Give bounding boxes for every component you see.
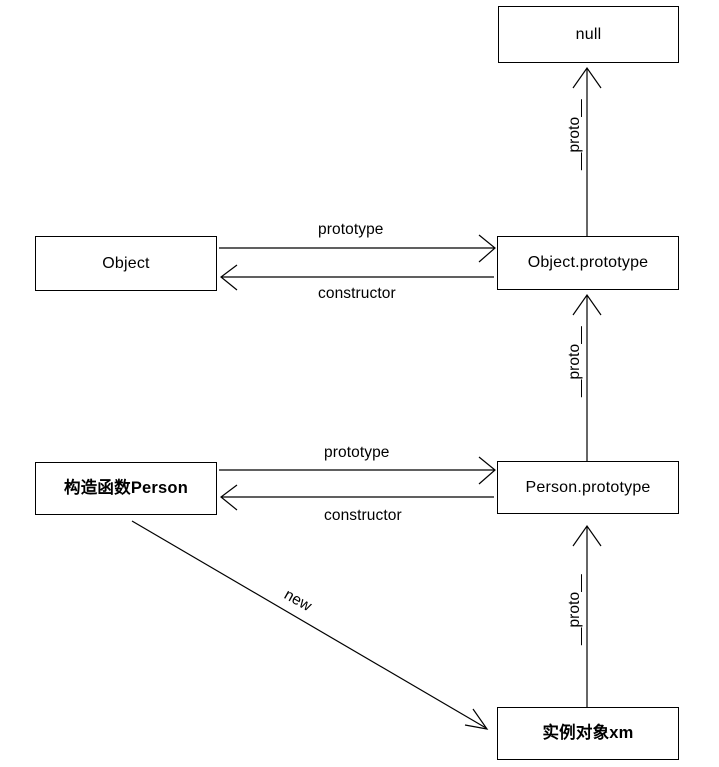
edge-object-to-objproto xyxy=(219,234,496,263)
node-object-label: Object xyxy=(102,254,150,272)
node-instance-xm-label: 实例对象xm xyxy=(542,724,634,743)
edge-label-person-to-personproto: prototype xyxy=(324,444,390,461)
edge-personproto-to-person xyxy=(220,484,494,511)
node-instance-xm[interactable]: 实例对象xm xyxy=(497,707,679,760)
node-person-prototype-label: Person.prototype xyxy=(525,478,651,496)
edge-label-objproto-to-object: constructor xyxy=(318,285,396,302)
node-null[interactable]: null xyxy=(498,6,679,63)
edge-objproto-to-null xyxy=(572,66,602,236)
node-object-prototype-label: Object.prototype xyxy=(527,254,649,272)
node-person-constructor-label: 构造函数Person xyxy=(64,479,188,498)
edge-personproto-to-objproto xyxy=(572,293,602,461)
edge-label-personproto-to-person: constructor xyxy=(324,507,402,524)
node-object[interactable]: Object xyxy=(35,236,217,291)
edge-person-to-xm xyxy=(131,520,489,730)
edge-label-personproto-to-objproto: __proto__ xyxy=(566,326,583,397)
edge-label-object-to-objproto: prototype xyxy=(318,221,384,238)
edge-label-objproto-to-null: __proto__ xyxy=(566,99,583,170)
node-object-prototype[interactable]: Object.prototype xyxy=(497,236,679,290)
node-person-prototype[interactable]: Person.prototype xyxy=(497,461,679,514)
node-null-label: null xyxy=(575,25,602,43)
node-person-constructor[interactable]: 构造函数Person xyxy=(35,462,217,515)
edge-person-to-personproto xyxy=(219,456,496,485)
edge-objproto-to-object xyxy=(220,264,494,291)
edge-label-xm-to-personproto: __proto__ xyxy=(566,574,583,645)
edge-xm-to-personproto xyxy=(572,524,602,707)
